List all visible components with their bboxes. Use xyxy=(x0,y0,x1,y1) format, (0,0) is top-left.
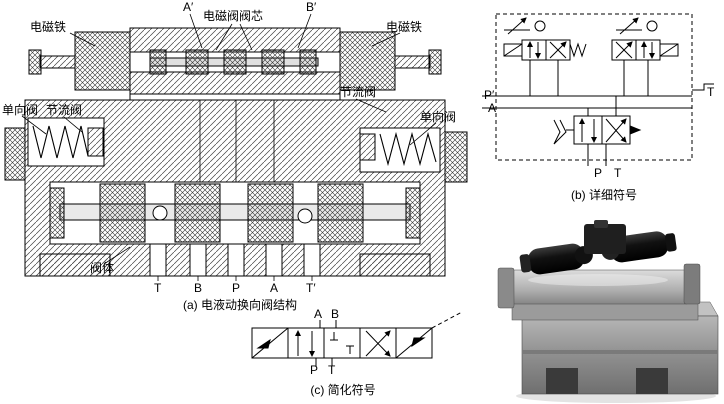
valve-photo-rendering xyxy=(497,220,719,403)
port-channel-T xyxy=(149,243,167,277)
section-simplified-symbol: A B P T (c) 简化符号 xyxy=(238,307,468,404)
label-valve-body: 阀体 xyxy=(90,261,115,275)
throttle-check-right xyxy=(616,17,658,35)
leader-lines xyxy=(21,13,437,281)
label-port-p: P xyxy=(594,166,603,180)
label-port-p: P xyxy=(232,281,241,295)
section-detailed-symbol: P′ A T P T (b) 详细符号 xyxy=(482,4,724,204)
simplified-symbol-drawing xyxy=(251,311,463,366)
spool-drill-hole xyxy=(297,208,313,224)
port-channel-T2 xyxy=(303,243,321,277)
label-throttle-valve-right: 节流阀 xyxy=(340,85,377,99)
pilot-spool-land xyxy=(261,49,285,75)
section-structure-diagram: 电磁铁 A′ 电磁阀阀芯 B′ 电磁铁 节流阀 单向阀 节流阀 单向阀 阀体 T… xyxy=(2,0,468,312)
right-check-poppet xyxy=(359,133,376,161)
main-valve-body xyxy=(4,99,468,277)
label-port-b: B xyxy=(194,281,203,295)
photo-connector-box xyxy=(584,220,626,254)
spool-land xyxy=(174,183,221,243)
pilot-spool-land xyxy=(223,49,247,75)
caption-section-c: (c) 简化符号 xyxy=(310,383,376,397)
label-port-a: A xyxy=(488,101,497,115)
caption-section-b: (b) 详细符号 xyxy=(570,188,637,202)
left-check-poppet xyxy=(87,127,104,157)
label-pilot-spool: 电磁阀阀芯 xyxy=(203,9,264,23)
caption-section-a: (a) 电液动换向阀结构 xyxy=(182,298,297,312)
label-check-valve-right: 单向阀 xyxy=(420,110,457,124)
main-valve-symbol xyxy=(553,96,642,166)
left-spring xyxy=(32,125,89,159)
detailed-symbol-drawing xyxy=(482,13,714,166)
valve-photo xyxy=(486,220,724,404)
structure-cross-section-drawing xyxy=(4,13,468,281)
port-channel-B xyxy=(189,243,207,277)
simplified-valve-symbol xyxy=(251,311,463,366)
label-electromagnet-right: 电磁铁 xyxy=(386,20,423,34)
label-throttle-valve-left: 节流阀 xyxy=(46,103,83,117)
label-port-t2: T′ xyxy=(306,281,316,295)
label-port-t: T xyxy=(328,363,336,377)
pilot-valve-symbol-left xyxy=(503,39,587,61)
right-spring xyxy=(379,131,437,167)
label-port-t-bottom: T xyxy=(614,166,622,180)
pilot-spool-land xyxy=(185,49,209,75)
pilot-spool-land xyxy=(299,49,317,75)
pilot-valve-assembly xyxy=(28,27,442,100)
port-channel-P xyxy=(227,243,245,277)
spool-drill-hole xyxy=(152,205,168,221)
label-check-valve-left: 单向阀 xyxy=(2,103,39,117)
label-port-p-prime: P′ xyxy=(484,88,495,102)
electromagnet-right-block xyxy=(339,31,396,91)
label-port-p: P xyxy=(310,363,319,377)
spool-land xyxy=(99,183,146,243)
label-port-a-prime: A′ xyxy=(183,0,194,14)
spool-land xyxy=(247,183,294,243)
throttle-check-left xyxy=(504,17,546,35)
label-port-b: B xyxy=(331,307,340,321)
spool-land xyxy=(317,183,364,243)
label-port-t-top: T xyxy=(707,85,715,99)
photo-valve-body xyxy=(497,263,701,321)
pilot-valve-symbol-right xyxy=(611,39,679,61)
label-port-b-prime: B′ xyxy=(306,0,317,14)
label-port-a: A xyxy=(314,307,323,321)
subplate-boundary xyxy=(495,13,693,161)
label-port-a: A xyxy=(270,281,279,295)
pilot-spool-land xyxy=(149,49,167,75)
label-port-t: T xyxy=(154,281,162,295)
electromagnet-left-block xyxy=(74,31,131,91)
port-channel-A xyxy=(265,243,283,277)
pilot-lines xyxy=(529,60,649,96)
label-electromagnet-left: 电磁铁 xyxy=(30,20,67,34)
t-stub xyxy=(692,83,714,91)
